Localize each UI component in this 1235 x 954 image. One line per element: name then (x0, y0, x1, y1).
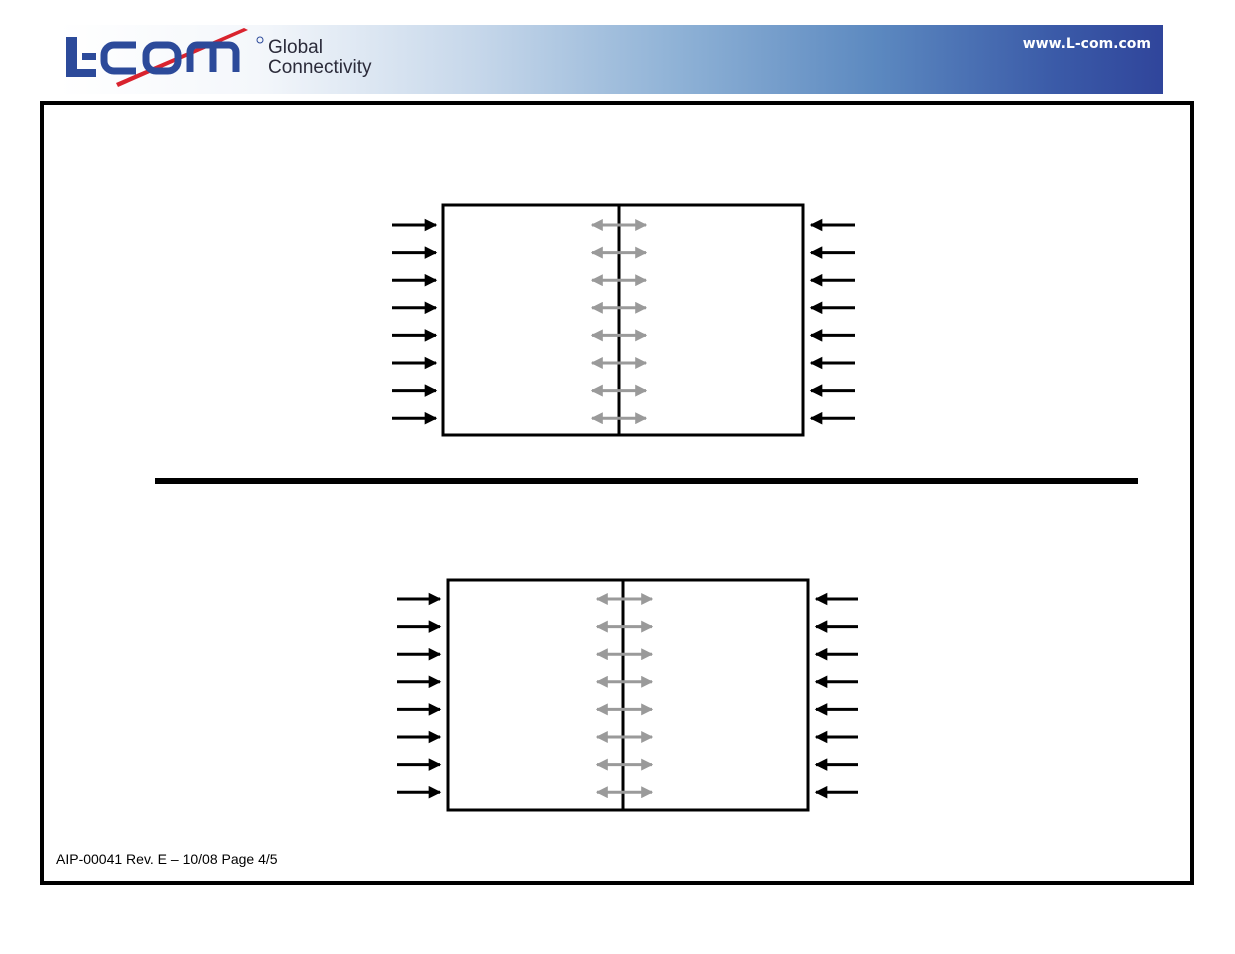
tagline-line2: Connectivity (268, 57, 372, 78)
tagline-line1: Global (268, 37, 323, 58)
lower-panel-box (446, 578, 810, 812)
content-frame (40, 101, 1194, 885)
upper-panel-box (441, 203, 805, 437)
website-link[interactable]: www.L-com.com (1022, 36, 1151, 52)
document-info: AIP-00041 Rev. E – 10/08 Page 4/5 (56, 851, 278, 867)
page-header: Global Connectivity www.L-com.com (58, 25, 1163, 94)
lcom-logo (66, 28, 264, 87)
section-divider (155, 478, 1138, 484)
tagline: Global Connectivity (268, 38, 372, 78)
